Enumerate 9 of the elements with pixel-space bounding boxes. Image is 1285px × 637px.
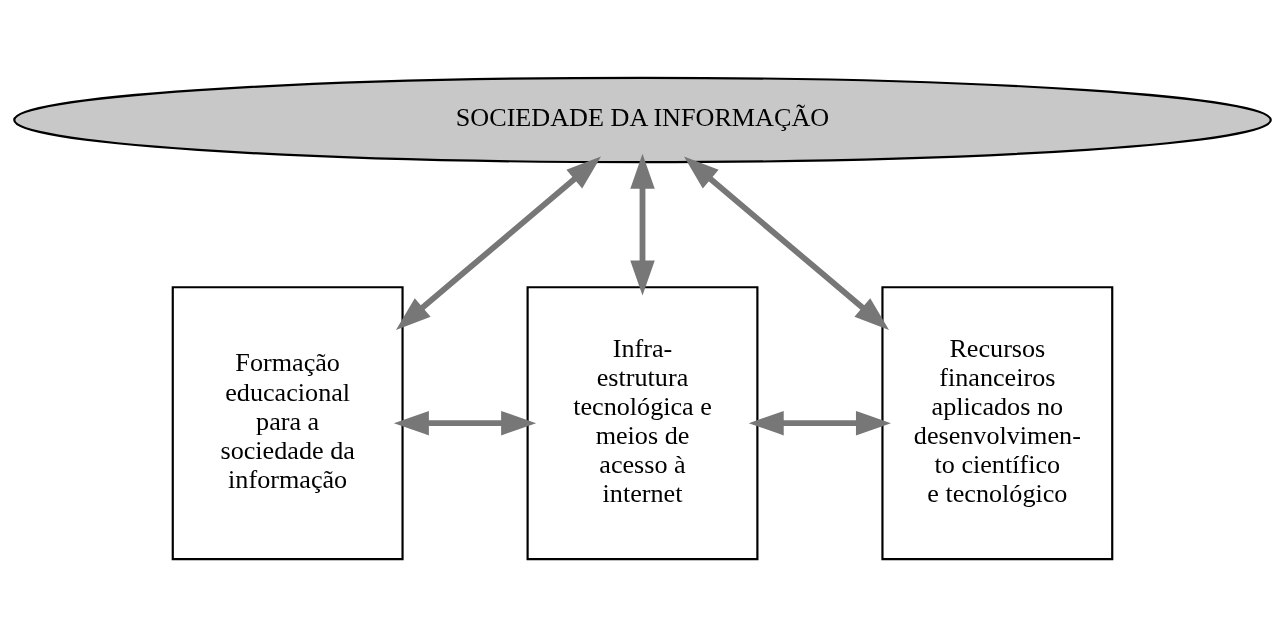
node-box: Recursos financeiros aplicados no desenvolvimen- to científico e tecnológico (881, 286, 1114, 561)
node-box: Infra- estrutura tecnológica e meios de acesso à internet (526, 286, 759, 561)
arrow (684, 156, 890, 331)
arrow (630, 153, 655, 296)
node-box: Formação educacional para a sociedade da informação (171, 286, 404, 561)
arrow (748, 410, 891, 436)
arrow (393, 410, 537, 436)
arrow (395, 156, 601, 331)
node-ellipse: SOCIEDADE DA INFORMAÇÃO (13, 76, 1272, 164)
